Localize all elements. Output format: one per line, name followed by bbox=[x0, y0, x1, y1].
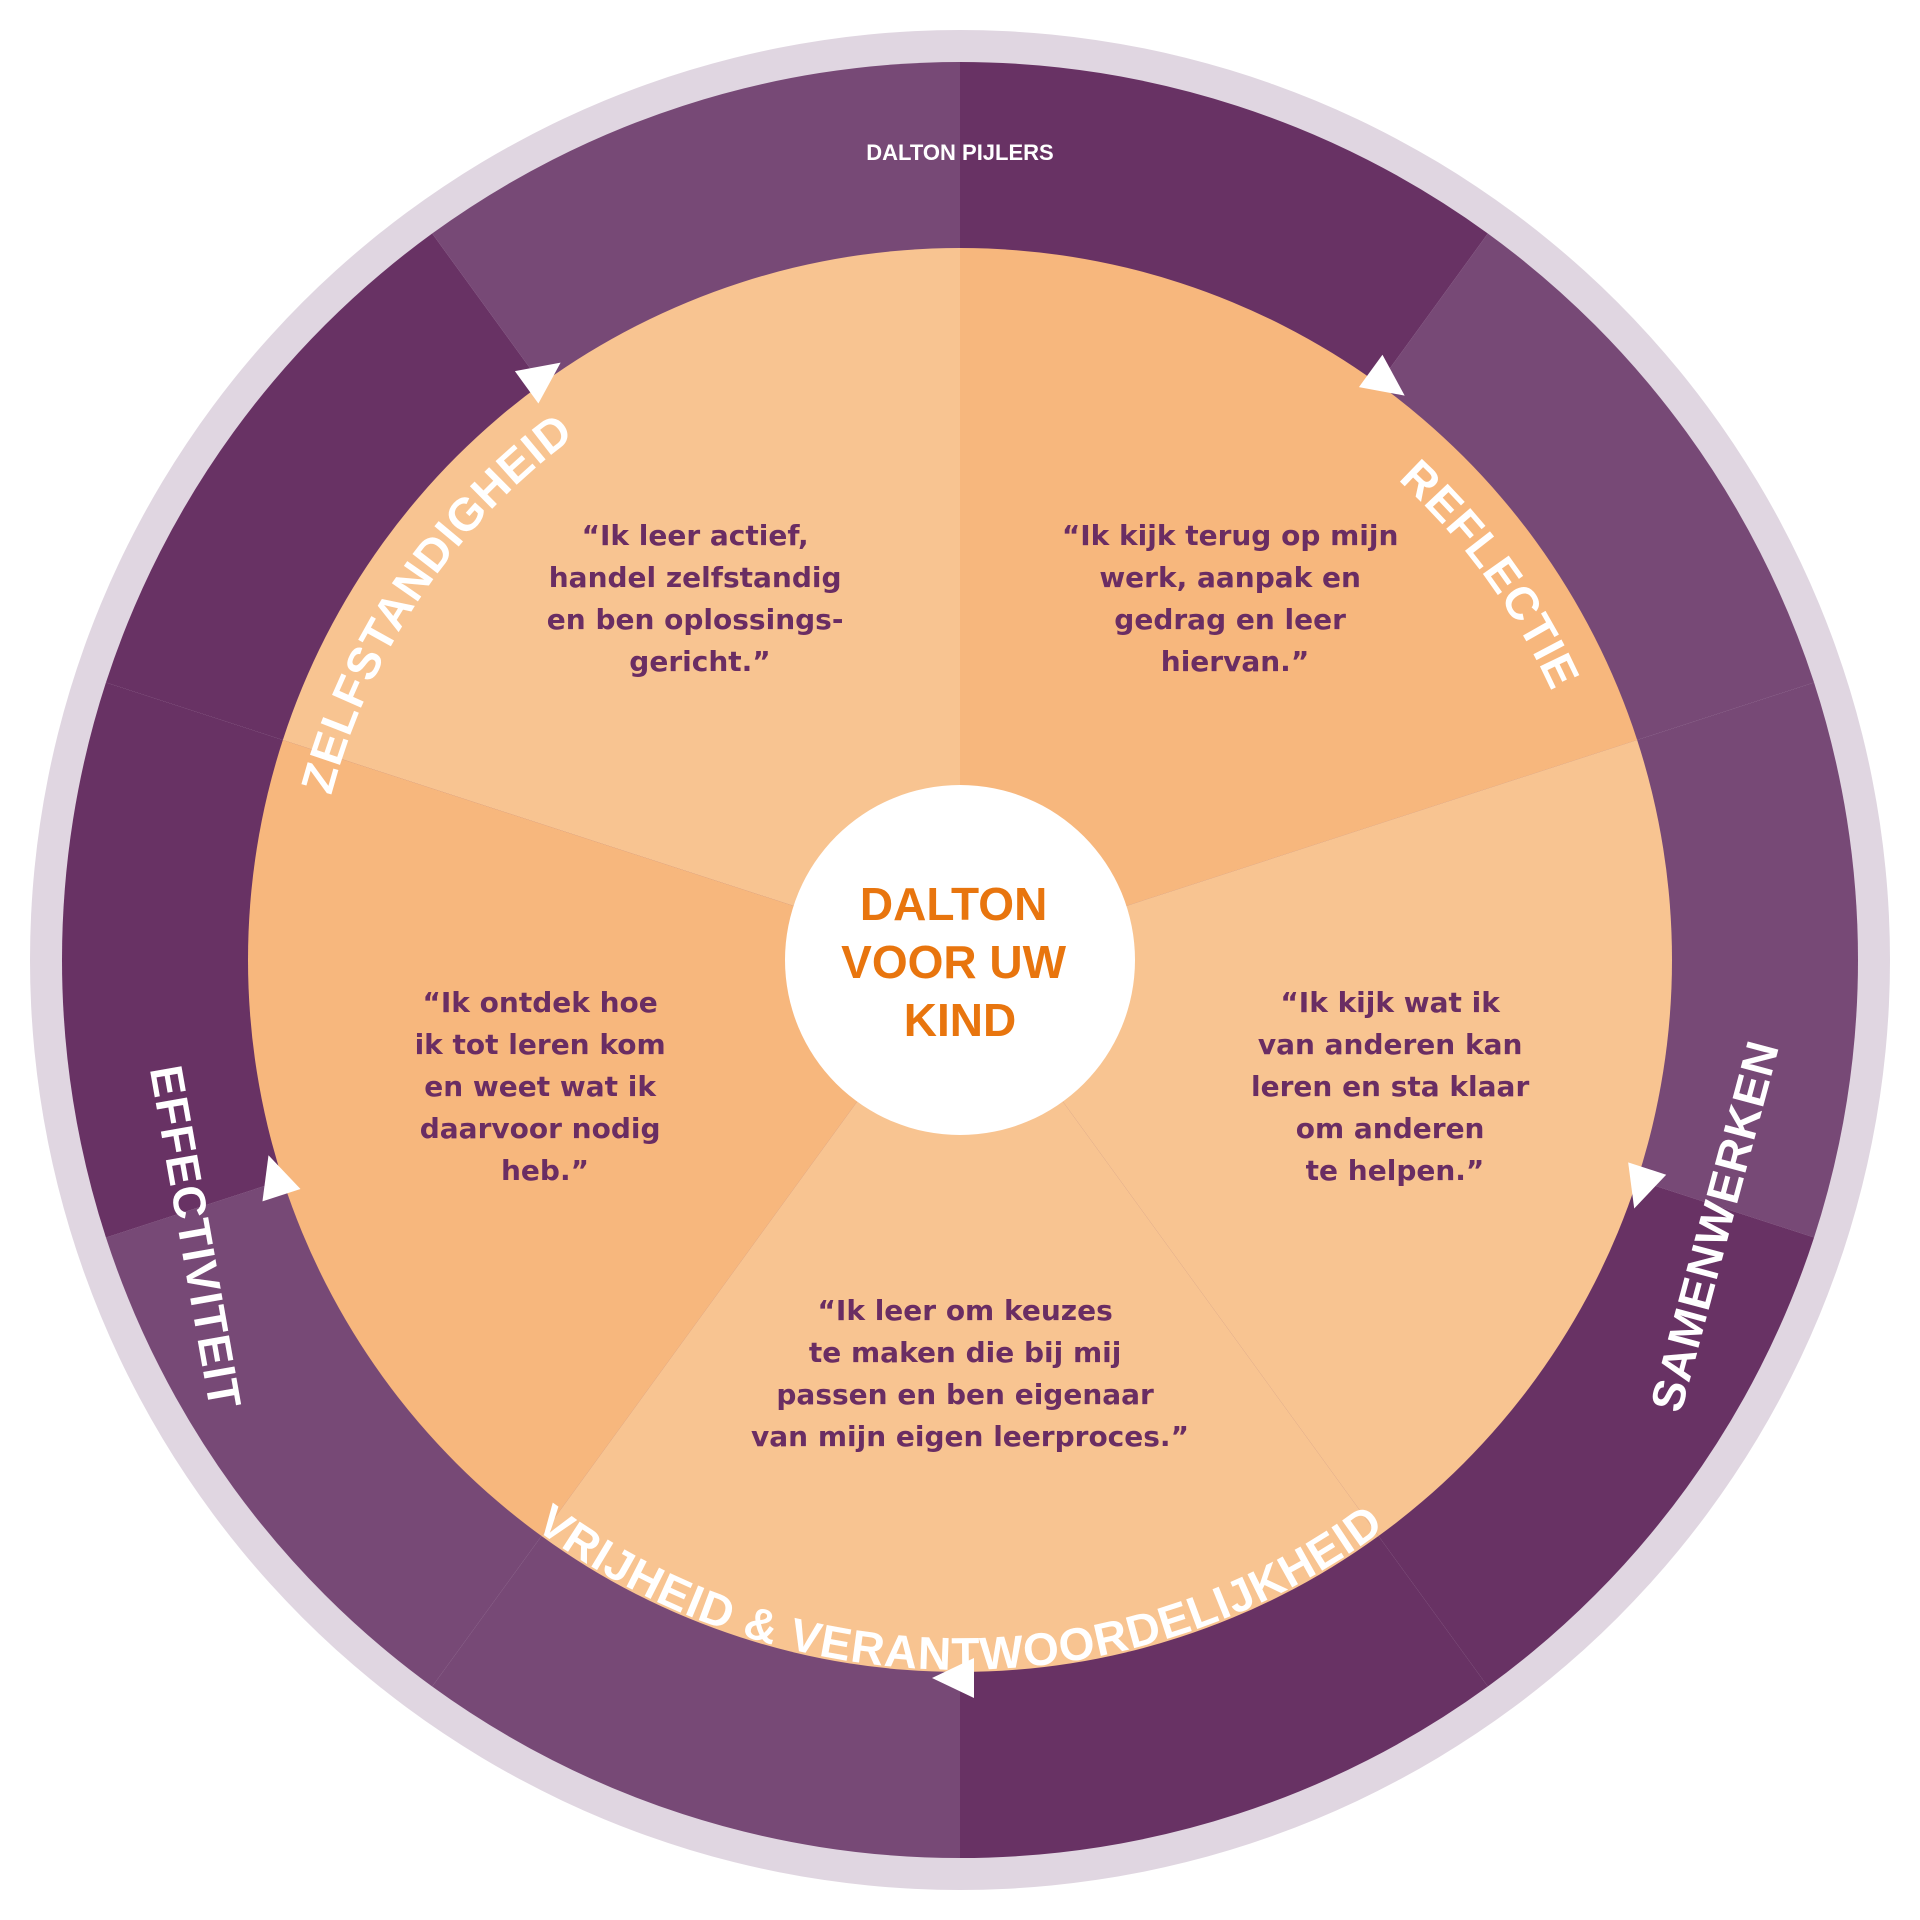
triangle-arrow-icon bbox=[514, 362, 561, 404]
center-title: DALTON VOOR UW KIND bbox=[841, 878, 1079, 1046]
quote-effectiviteit: “Ik ontdek hoe ik tot leren kom en weet … bbox=[415, 986, 676, 1187]
triangle-arrow-icon bbox=[932, 1658, 974, 1698]
slice-reflectie bbox=[960, 248, 1638, 960]
arrows bbox=[262, 354, 1667, 1698]
quote-zelfstandigheid: “Ik leer actief, handel zelfstandig en b… bbox=[547, 519, 853, 678]
center-circle bbox=[785, 785, 1135, 1135]
quote-reflectie: “Ik kijk terug op mijn werk, aanpak en g… bbox=[1062, 519, 1408, 678]
quote-vrijheid-verantwoordelijkheid: “Ik leer om keuzes te maken die bij mij … bbox=[751, 1294, 1189, 1453]
triangle-arrow-icon bbox=[1358, 354, 1405, 396]
slice-zelfstandigheid bbox=[282, 248, 960, 960]
slice-samenwerken bbox=[960, 739, 1672, 1537]
slice-vrijheid-verantwoordelijkheid bbox=[541, 960, 1379, 1673]
pie-slices bbox=[248, 248, 1672, 1673]
triangle-arrow-icon bbox=[1628, 1162, 1667, 1209]
quote-samenwerken: “Ik kijk wat ik van anderen kan leren en… bbox=[1251, 986, 1539, 1187]
triangle-arrow-icon bbox=[262, 1155, 301, 1202]
slice-effectiviteit bbox=[248, 739, 961, 1537]
header-label: DALTON PIJLERS bbox=[866, 140, 1053, 165]
